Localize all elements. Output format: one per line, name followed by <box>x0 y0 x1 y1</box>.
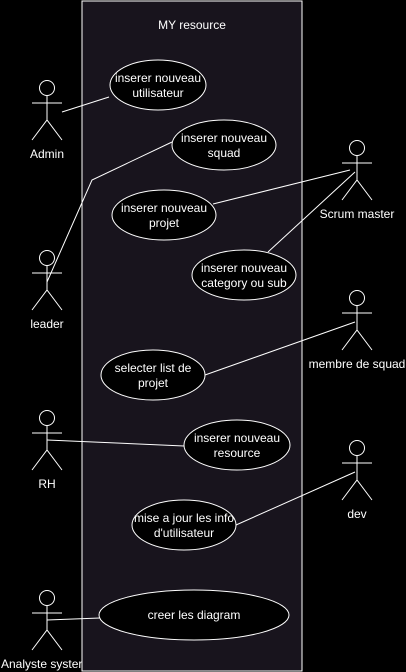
usecase-inserer-resource[interactable]: inserer nouveau resource <box>183 419 291 471</box>
usecase-line-2: projet <box>149 216 180 230</box>
usecase-ellipse <box>109 59 207 111</box>
actor-analyste-label: Analyste syster <box>1 657 82 671</box>
usecase-line-1: creer les diagram <box>148 608 241 622</box>
usecase-line-2: utilisateur <box>132 86 183 100</box>
actor-leader-label: leader <box>30 317 63 331</box>
association-analyste-creer-diagram[interactable] <box>46 617 101 621</box>
usecase-line-2: projet <box>138 376 169 390</box>
usecase-line-2: squad <box>208 146 241 160</box>
usecase-line-2: d'utilisateur <box>154 526 214 540</box>
usecase-line-1: inserer nouveau <box>115 71 201 85</box>
actor-admin-label: Admin <box>30 147 64 161</box>
usecase-line-1: inserer nouveau <box>194 431 280 445</box>
association-leader-inserer-squad[interactable] <box>46 141 173 283</box>
usecase-line-1: mise a jour les info <box>134 511 234 525</box>
actor-legs <box>31 629 63 651</box>
usecase-mise-a-jour[interactable]: mise a jour les info d'utilisateur <box>131 499 237 551</box>
actor-legs <box>31 289 63 311</box>
usecase-ellipse <box>171 119 277 171</box>
usecase-line-1: inserer nouveau <box>201 261 287 275</box>
associations <box>46 96 356 621</box>
actor-legs <box>341 479 373 501</box>
usecase-ellipse <box>131 499 237 551</box>
usecase-ellipse <box>98 589 290 641</box>
association-membre-selecter-projet[interactable] <box>204 321 356 376</box>
association-rh-inserer-resource[interactable] <box>46 439 185 447</box>
usecase-creer-diagram[interactable]: creer les diagram <box>98 589 290 641</box>
actor-legs <box>31 449 63 471</box>
actor-legs <box>31 119 63 141</box>
usecase-line-2: resource <box>214 446 261 460</box>
usecase-line-2: category ou sub <box>201 276 287 290</box>
association-admin-inserer-utilisateur[interactable] <box>61 96 110 113</box>
association-scrum-inserer-category[interactable] <box>267 171 356 253</box>
usecase-ellipse <box>111 189 217 241</box>
actor-analyste[interactable] <box>31 590 63 651</box>
usecase-ellipse <box>191 249 297 301</box>
actor-rh[interactable] <box>31 410 63 471</box>
usecase-ellipse <box>183 419 291 471</box>
usecase-inserer-utilisateur[interactable]: inserer nouveau utilisateur <box>109 59 207 111</box>
usecase-line-1: inserer nouveau <box>121 201 207 215</box>
usecase-selecter-projet[interactable]: selecter list de projet <box>100 349 206 401</box>
actor-admin[interactable] <box>31 80 63 141</box>
usecase-line-1: inserer nouveau <box>181 131 267 145</box>
usecase-inserer-projet[interactable]: inserer nouveau projet <box>111 189 217 241</box>
actor-dev[interactable] <box>341 440 373 501</box>
actor-legs <box>341 179 373 201</box>
usecase-ellipse <box>100 349 206 401</box>
usecase-inserer-category[interactable]: inserer nouveau category ou sub <box>191 249 297 301</box>
actor-membre-label: membre de squad <box>309 357 406 371</box>
association-dev-mise-a-jour[interactable] <box>235 471 356 526</box>
actor-legs <box>341 329 373 351</box>
system-boundary[interactable] <box>81 0 303 672</box>
actor-scrum[interactable] <box>341 140 373 201</box>
actor-scrum-label: Scrum master <box>320 207 395 221</box>
association-scrum-inserer-projet[interactable] <box>212 169 351 205</box>
actor-leader[interactable] <box>31 250 63 311</box>
usecase-inserer-squad[interactable]: inserer nouveau squad <box>171 119 277 171</box>
actor-dev-label: dev <box>347 507 366 521</box>
system-title: MY resource <box>158 18 226 32</box>
usecase-line-1: selecter list de <box>115 361 192 375</box>
actor-membre[interactable] <box>341 290 373 351</box>
actor-rh-label: RH <box>38 477 55 491</box>
